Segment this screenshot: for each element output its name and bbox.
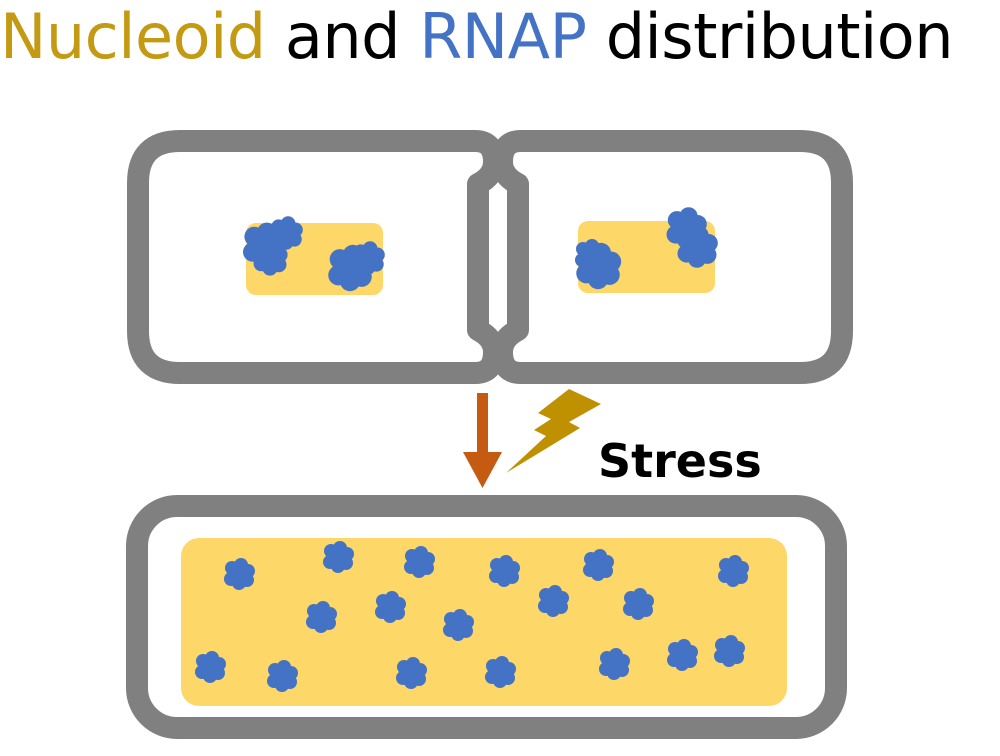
title-nucleoid: Nucleoid (0, 0, 266, 73)
title-and: and (265, 0, 420, 73)
lightning-bolt-icon (506, 389, 601, 473)
nucleoid-dispersed (181, 538, 787, 706)
down-arrow-icon (463, 393, 502, 488)
stress-transition: Stress (463, 389, 762, 488)
diagram-title: Nucleoid and RNAP distribution (0, 0, 1000, 80)
dividing-cell (127, 130, 853, 384)
title-distribution: distribution (586, 0, 954, 73)
stressed-cell (126, 495, 847, 739)
stress-label: Stress (598, 434, 762, 488)
title-rnap: RNAP (419, 0, 587, 73)
